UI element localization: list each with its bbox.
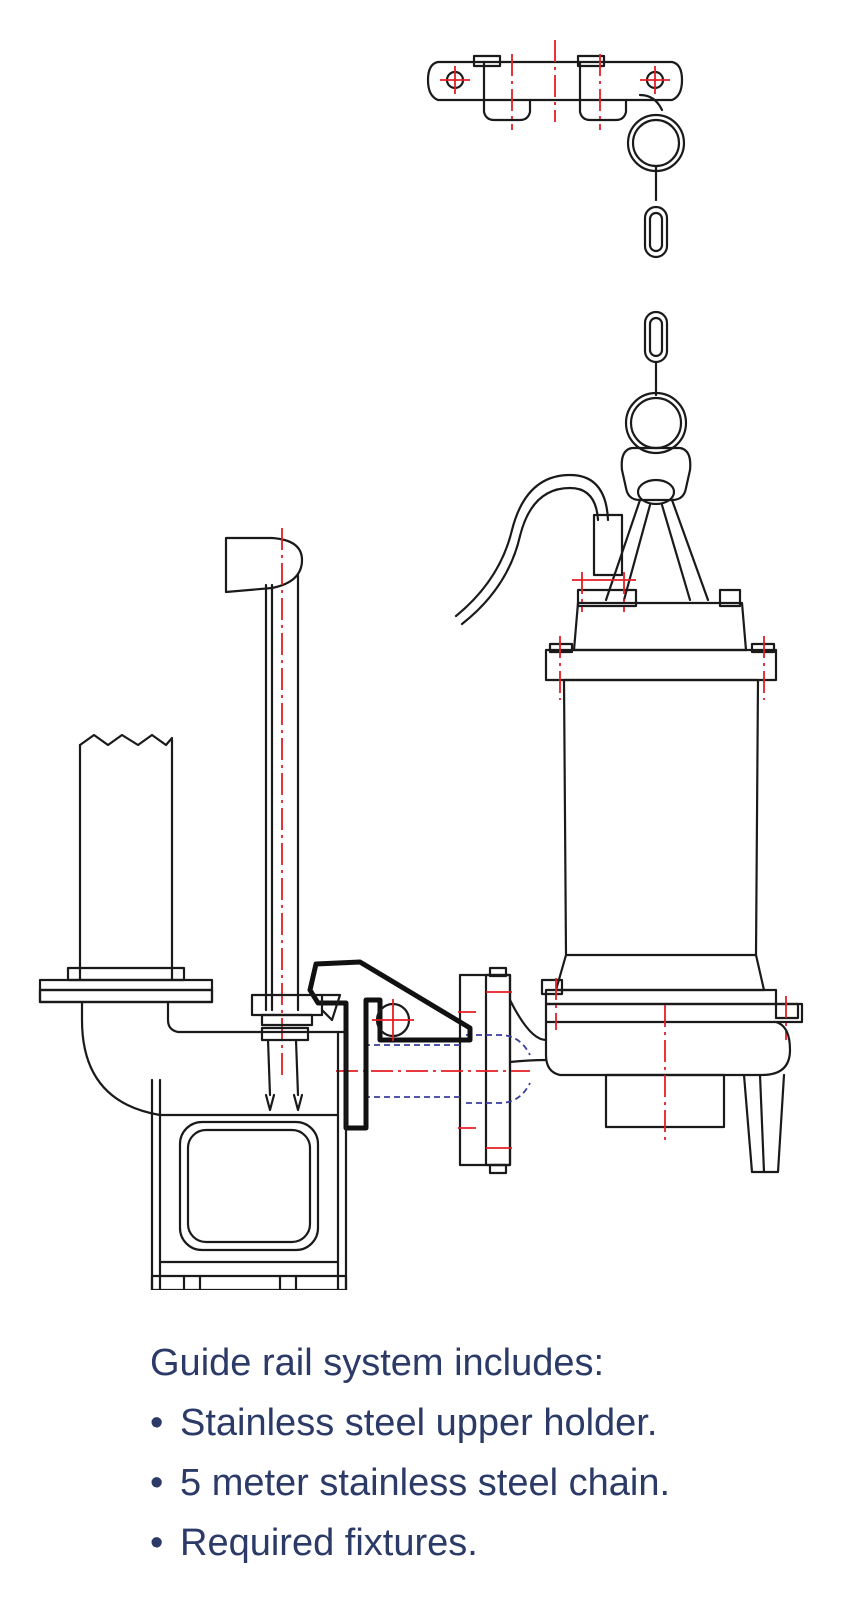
list-item-label: 5 meter stainless steel chain. [180,1462,671,1504]
chain [624,113,688,455]
list-item: • Stainless steel upper holder. [150,1402,657,1445]
list-item-label: Stainless steel upper holder. [180,1402,658,1444]
discharge-pipe [38,733,214,1004]
discharge-coupling [336,966,531,1175]
upper-holder [426,40,684,130]
caption-heading: Guide rail system includes: [150,1342,605,1384]
pump-guide-rail-drawing [38,40,804,1290]
guide-pipe [224,528,304,1080]
list-item-label: Required fixtures. [180,1522,478,1564]
bullet-icon: • [150,1522,164,1564]
list-item: • 5 meter stainless steel chain. [150,1462,670,1505]
power-cable [454,473,624,626]
duckfoot-base [80,1000,348,1290]
pump-motor [508,572,804,1174]
guide-claw [307,959,473,1131]
list-item: • Required fixtures. [150,1522,478,1565]
bullet-icon: • [150,1402,164,1444]
bullet-icon: • [150,1462,164,1504]
guide-pipe-support [250,993,342,1112]
